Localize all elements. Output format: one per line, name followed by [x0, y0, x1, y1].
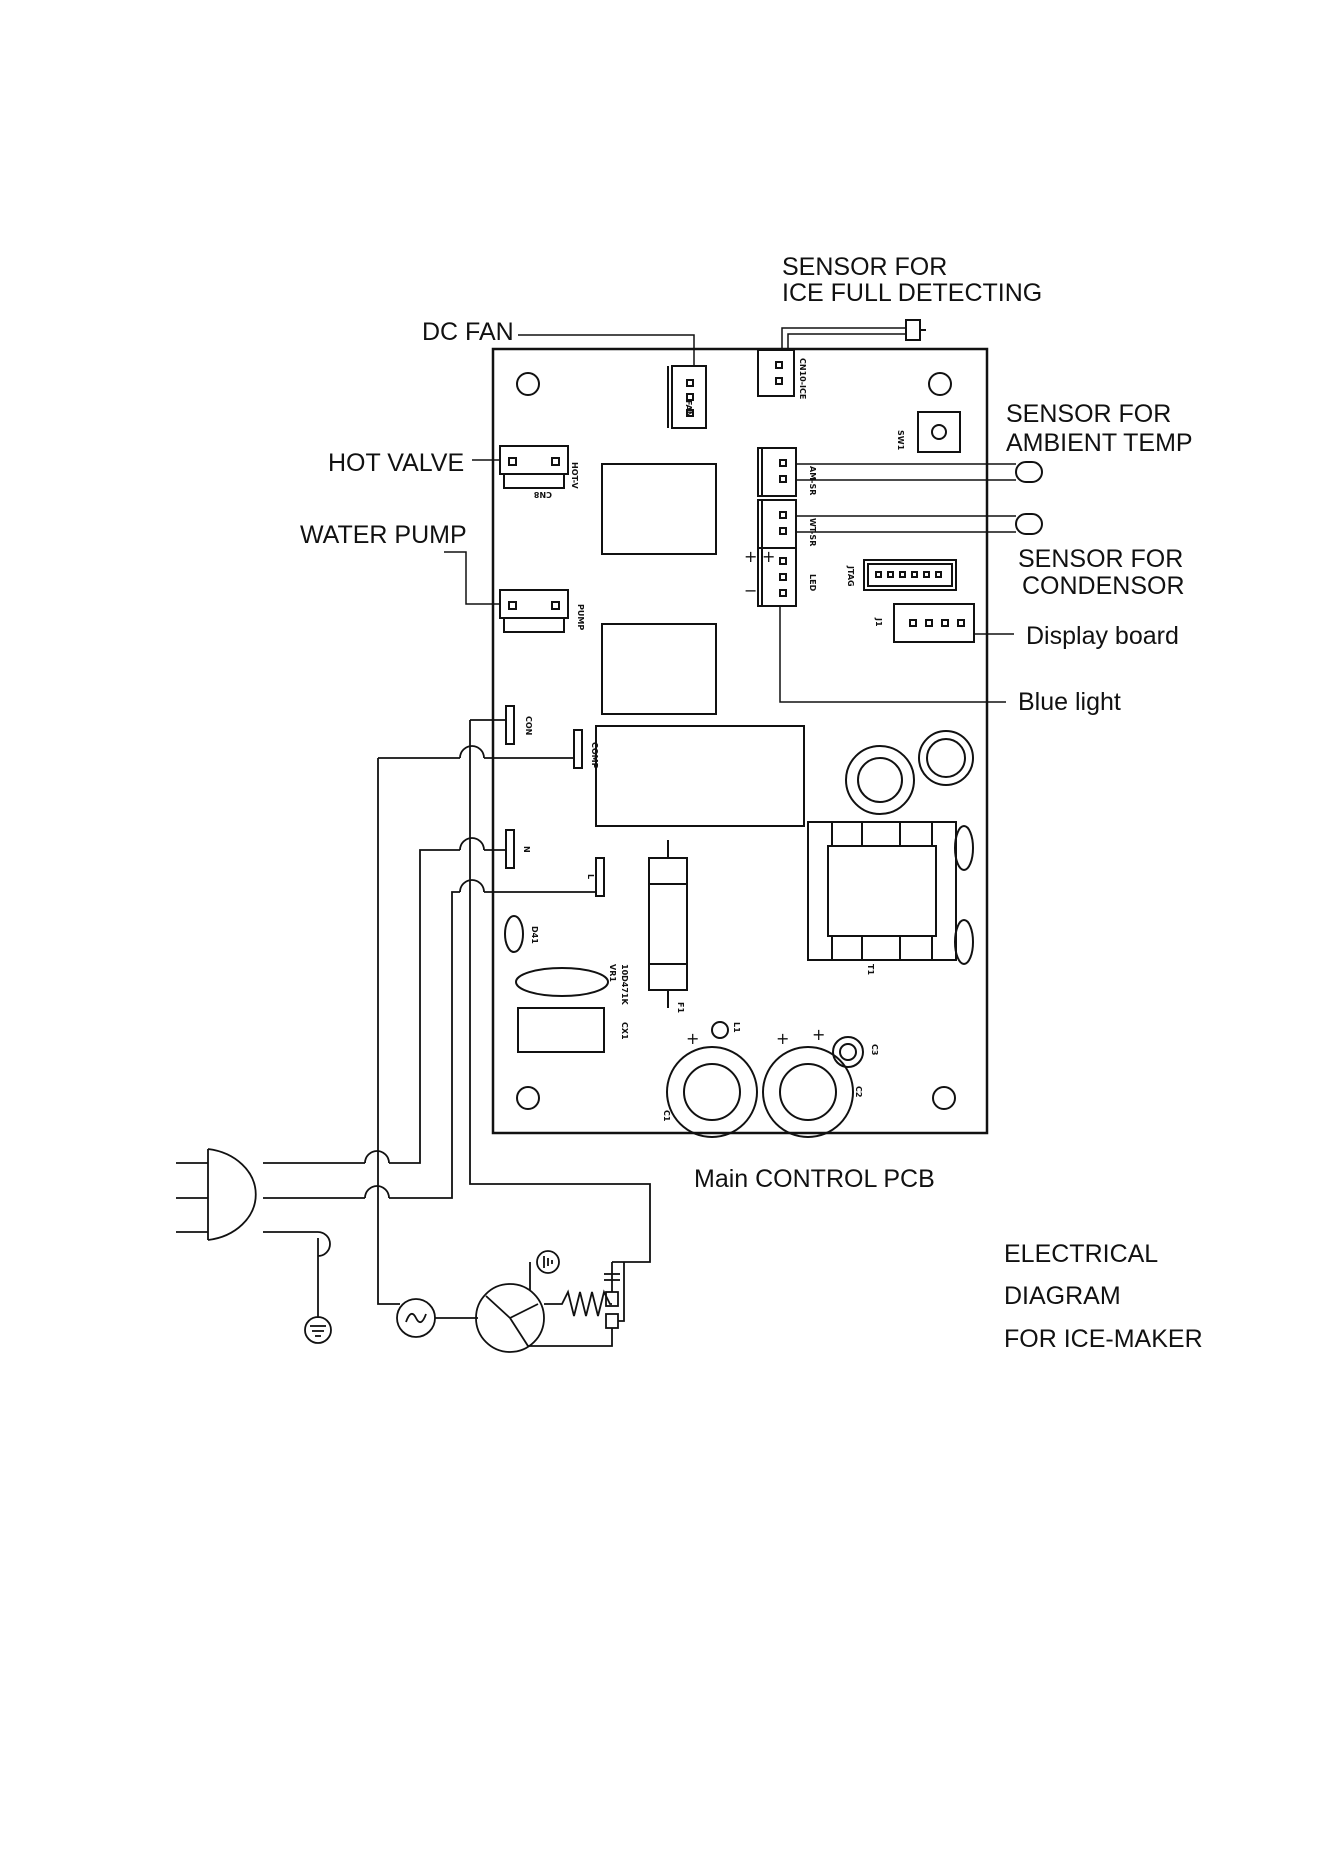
- label-main-control-pcb: Main CONTROL PCB: [694, 1165, 935, 1193]
- silk-hot-v: HOT-V: [570, 462, 579, 490]
- silk-led: LED: [808, 574, 817, 592]
- silk-jtag: JTAG: [846, 565, 855, 587]
- label-blue-light: Blue light: [1018, 688, 1121, 716]
- silk-d41: D41: [530, 926, 539, 944]
- silk-cx1: CX1: [620, 1022, 629, 1040]
- title-line1: ELECTRICAL: [1004, 1240, 1158, 1268]
- condensor-sensor-probe: [1016, 514, 1042, 534]
- silk-sw1: SW1: [896, 430, 905, 451]
- mounting-hole: [929, 373, 951, 395]
- plus-mark: +: [762, 547, 775, 566]
- silk-vr1-value: 10D471K: [620, 964, 629, 1005]
- terminal-comp: [574, 730, 582, 768]
- silk-l: L: [586, 874, 595, 879]
- silk-pump: PUMP: [576, 604, 585, 630]
- silk-am-sr: AM-SR: [808, 466, 817, 495]
- terminal-n: [506, 830, 514, 868]
- label-ice-full-sensor-line2: ICE FULL DETECTING: [782, 279, 1042, 307]
- plus-mark: +: [776, 1029, 789, 1048]
- sw1-button: [918, 412, 960, 452]
- label-water-pump: WATER PUMP: [300, 521, 467, 549]
- terminal-con: [506, 706, 514, 744]
- capacitor-c1: [667, 1047, 757, 1137]
- mounting-hole: [517, 373, 539, 395]
- fan-connector: [672, 366, 706, 428]
- ambient-sensor-probe: [1016, 462, 1042, 482]
- silk-comp: COMP: [590, 742, 599, 769]
- leader-line: [518, 335, 694, 366]
- silk-l1: L1: [732, 1022, 741, 1033]
- varistor: [516, 968, 608, 996]
- silk-fan: FAN: [684, 400, 693, 417]
- plus-mark: +: [686, 1029, 699, 1048]
- title-line2: DIAGRAM: [1004, 1282, 1121, 1310]
- silk-c1: C1: [662, 1110, 671, 1122]
- label-ambient-sensor-line2: AMBIENT TEMP: [1006, 429, 1193, 457]
- plus-mark: +: [812, 1025, 825, 1044]
- compressor-relay: [596, 726, 804, 826]
- silk-c3: C3: [870, 1044, 879, 1055]
- silk-con: CON: [524, 716, 533, 735]
- capacitor-c2: [763, 1047, 853, 1137]
- plus-mark: +: [744, 547, 757, 566]
- label-condensor-sensor-line2: CONDENSOR: [1022, 572, 1185, 600]
- silk-c2: C2: [854, 1086, 863, 1097]
- ambient-sensor-connector: [758, 448, 796, 496]
- silk-wt-sr: WT-SR: [808, 518, 817, 546]
- silk-t1: T1: [866, 964, 875, 975]
- silk-cn8: CN8: [533, 490, 552, 499]
- label-ambient-sensor-line1: SENSOR FOR: [1006, 400, 1171, 428]
- relay: [602, 624, 716, 714]
- silk-vr1: VR1: [608, 964, 617, 982]
- leader-line: [444, 552, 500, 604]
- ice-sensor-connector: [758, 350, 794, 396]
- water-pump-connector: [500, 590, 568, 618]
- silk-cn10: CN10-ICE: [798, 358, 807, 399]
- transformer: [808, 822, 956, 960]
- relay: [602, 464, 716, 554]
- label-condensor-sensor-line1: SENSOR FOR: [1018, 545, 1183, 573]
- capacitor-c3: [833, 1037, 863, 1067]
- label-dc-fan: DC FAN: [422, 318, 514, 346]
- title-line3: FOR ICE-MAKER: [1004, 1325, 1203, 1353]
- label-display-board: Display board: [1026, 622, 1179, 650]
- minus-mark: −: [744, 581, 757, 600]
- fuse: [649, 858, 687, 990]
- condensor-sensor-connector: [758, 500, 796, 548]
- mounting-hole: [517, 1087, 539, 1109]
- ice-sensor-probe: [906, 320, 920, 340]
- label-ice-full-sensor-line1: SENSOR FOR: [782, 253, 947, 281]
- display-connector: [894, 604, 974, 642]
- silk-n: N: [522, 846, 531, 853]
- silk-j1: J1: [874, 617, 883, 627]
- capacitor: [846, 746, 914, 814]
- hot-valve-connector: [500, 446, 568, 474]
- silk-f1: F1: [676, 1002, 685, 1013]
- external-wiring: [176, 720, 650, 1352]
- x-capacitor: [518, 1008, 604, 1052]
- mounting-hole: [933, 1087, 955, 1109]
- terminal-l: [596, 858, 604, 896]
- label-hot-valve: HOT VALVE: [328, 449, 464, 477]
